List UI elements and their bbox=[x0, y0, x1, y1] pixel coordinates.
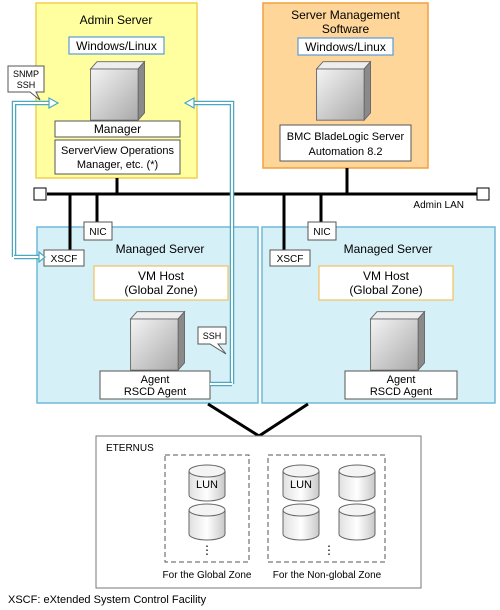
vm-host-1-box bbox=[93, 265, 229, 301]
bladelogic-line1: BMC BladeLogic Server bbox=[287, 131, 405, 143]
ssh-label-1: SSH bbox=[17, 80, 36, 90]
arrowhead-admin-left bbox=[48, 96, 60, 110]
admin-lan: Admin LAN bbox=[33, 168, 490, 250]
lun-drum-nonglobal-2 bbox=[338, 464, 376, 502]
arrowhead-xscf bbox=[38, 250, 46, 264]
lan-terminator-left bbox=[33, 187, 47, 201]
dots-nonglobal: ⋮ bbox=[323, 543, 335, 557]
manager-label: Manager bbox=[94, 122, 141, 136]
serverview-line2: Manager, etc. (*) bbox=[77, 159, 158, 171]
snmp-ssh-arrow bbox=[11, 96, 60, 264]
managed-server-1-icon bbox=[130, 311, 185, 371]
serverview-box bbox=[54, 139, 181, 175]
bladelogic-box bbox=[279, 124, 412, 162]
mgmt-server-icon bbox=[316, 61, 371, 121]
lan-terminator-right bbox=[476, 187, 490, 201]
xscf-2-box bbox=[269, 249, 311, 267]
ports: NIC XSCF NIC XSCF bbox=[43, 221, 337, 267]
dots-global: ⋮ bbox=[201, 543, 213, 557]
xscf-1-label: XSCF bbox=[51, 254, 78, 265]
non-global-zone-label: For the Non-global Zone bbox=[273, 570, 382, 581]
serverview-line1: ServerView Operations bbox=[61, 145, 174, 157]
agent-2-line1: Agent bbox=[387, 374, 416, 386]
admin-os-box bbox=[68, 36, 165, 55]
san-connection bbox=[207, 402, 309, 438]
vm-host-2-line1: VM Host bbox=[363, 269, 410, 283]
vm-host-1-line2: (Global Zone) bbox=[124, 283, 197, 297]
lun-drum-nonglobal-3 bbox=[282, 503, 320, 541]
footnote: XSCF: eXtended System Control Facility bbox=[8, 594, 207, 606]
agent-1-line1: Agent bbox=[141, 374, 170, 386]
admin-server-title: Admin Server bbox=[80, 13, 153, 27]
bladelogic-line2: Automation 8.2 bbox=[309, 146, 383, 158]
snmp-ssh-callout: SNMP SSH bbox=[7, 65, 45, 101]
manager-box bbox=[54, 120, 181, 138]
mgmt-os-box bbox=[297, 37, 394, 56]
managed-server-2-title: Managed Server bbox=[344, 242, 433, 256]
nic-2-box bbox=[307, 221, 337, 241]
vm-host-1-line1: VM Host bbox=[138, 269, 185, 283]
agent-2-box bbox=[344, 370, 458, 400]
admin-os-label: Windows/Linux bbox=[76, 39, 157, 53]
arrowhead-admin-right bbox=[183, 96, 195, 110]
admin-server-icon bbox=[90, 61, 145, 121]
nic-2-label: NIC bbox=[313, 227, 330, 238]
agent-1-line2: RSCD Agent bbox=[124, 386, 186, 398]
nic-1-label: NIC bbox=[89, 227, 106, 238]
global-zone-label: For the Global Zone bbox=[163, 570, 252, 581]
lun-label-global: LUN bbox=[196, 479, 218, 491]
lun-label-nonglobal: LUN bbox=[290, 479, 312, 491]
snmp-label: SNMP bbox=[13, 69, 39, 79]
agent-2-line2: RSCD Agent bbox=[370, 386, 432, 398]
xscf-2-label: XSCF bbox=[277, 254, 304, 265]
global-zone-group bbox=[164, 454, 250, 563]
server-management-box: Server Management Software Windows/Linux… bbox=[262, 2, 429, 169]
mgmt-os-label: Windows/Linux bbox=[305, 40, 386, 54]
managed-server-1: Managed Server VM Host (Global Zone) Age… bbox=[36, 226, 259, 404]
nic-1-box bbox=[83, 221, 113, 241]
server-mgmt-title-line2: Software bbox=[322, 22, 370, 36]
ssh-label-2: SSH bbox=[203, 331, 222, 341]
lun-drum-nonglobal-4 bbox=[338, 503, 376, 541]
ssh-callout-2 bbox=[197, 326, 227, 355]
eternus-storage: ETERNUS LUN ⋮ LUN ⋮ For the Global Zone … bbox=[95, 435, 422, 589]
admin-lan-label: Admin LAN bbox=[413, 200, 464, 211]
server-mgmt-title-line1: Server Management bbox=[291, 8, 400, 22]
managed-server-2-icon bbox=[370, 311, 425, 371]
eternus-title: ETERNUS bbox=[106, 443, 154, 454]
admin-server-box: Admin Server Windows/Linux Manager Serve… bbox=[35, 2, 198, 179]
lun-drum-global-2 bbox=[188, 503, 226, 541]
managed-server-1-title: Managed Server bbox=[116, 242, 205, 256]
vm-host-2-line2: (Global Zone) bbox=[349, 283, 422, 297]
vm-host-2-box bbox=[318, 265, 454, 301]
ssh-arrow bbox=[183, 96, 235, 387]
non-global-zone-group bbox=[267, 454, 386, 563]
